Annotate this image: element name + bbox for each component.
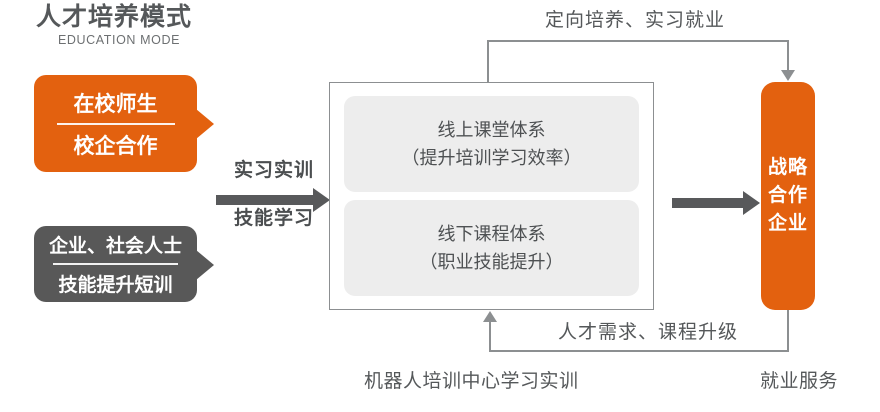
- arrow-head: [743, 191, 760, 215]
- bubble-students-tail-icon: [196, 109, 214, 139]
- course-card-online-title: 线上课堂体系: [437, 120, 546, 140]
- page-subtitle: EDUCATION MODE: [57, 33, 181, 47]
- strategic-partner-line2: 合作: [767, 185, 808, 206]
- caption-employment-service: 就业服务: [760, 371, 839, 392]
- bubble-professionals-line2: 技能提升短训: [58, 275, 173, 296]
- strategic-partner-line1: 战略: [767, 157, 808, 178]
- bubble-students-line1: 在校师生: [73, 92, 158, 116]
- caption-training-center: 机器人培训中心学习实训: [364, 371, 579, 392]
- bubble-students[interactable]: 在校师生 校企合作: [34, 75, 214, 172]
- middle-arrow-labels: 实习实训 技能学习: [214, 158, 334, 232]
- bubble-students-line2: 校企合作: [73, 134, 158, 158]
- strategic-partner-line3: 企业: [767, 213, 808, 234]
- training-center-box[interactable]: 线上课堂体系 （提升培训学习效率） 线下课程体系 （职业技能提升）: [329, 82, 654, 310]
- flow-label-bottom: 人才需求、课程升级: [558, 322, 739, 343]
- bubble-professionals[interactable]: 企业、社会人士 技能提升短训: [34, 226, 214, 302]
- bottom-connector-segment-right: [787, 310, 789, 351]
- bottom-connector-segment-horizontal: [489, 350, 789, 352]
- bubble-professionals-tail-icon: [196, 250, 214, 280]
- flow-label-top: 定向培养、实习就业: [545, 10, 726, 31]
- course-card-offline-title: 线下课程体系: [437, 224, 546, 244]
- bubble-professionals-line1: 企业、社会人士: [48, 236, 182, 257]
- middle-arrow-label-bottom: 技能学习: [233, 208, 314, 229]
- top-connector-segment-left: [487, 40, 489, 83]
- page-title: 人才培养模式: [36, 3, 193, 31]
- arrow-shaft: [672, 198, 744, 208]
- course-card-offline-detail: （职业技能提升）: [419, 252, 564, 272]
- strategic-partner-block[interactable]: 战略 合作 企业: [761, 82, 815, 310]
- top-connector-segment-horizontal: [487, 40, 788, 42]
- top-connector-segment-right: [787, 40, 789, 72]
- bubble-students-divider: [56, 122, 175, 125]
- bottom-connector-arrowhead-icon: [483, 311, 497, 322]
- bottom-connector-segment-left: [489, 322, 491, 350]
- middle-arrow-label-top: 实习实训: [233, 160, 314, 181]
- title-block: 人才培养模式 EDUCATION MODE: [36, 2, 296, 48]
- arrow-shaft: [216, 195, 314, 205]
- course-card-online[interactable]: 线上课堂体系 （提升培训学习效率）: [344, 96, 639, 192]
- top-connector-arrowhead-icon: [781, 70, 795, 81]
- bubble-professionals-divider: [53, 263, 178, 265]
- course-card-online-detail: （提升培训学习效率）: [401, 148, 582, 168]
- arrow-head: [313, 188, 330, 212]
- course-card-offline[interactable]: 线下课程体系 （职业技能提升）: [344, 200, 639, 296]
